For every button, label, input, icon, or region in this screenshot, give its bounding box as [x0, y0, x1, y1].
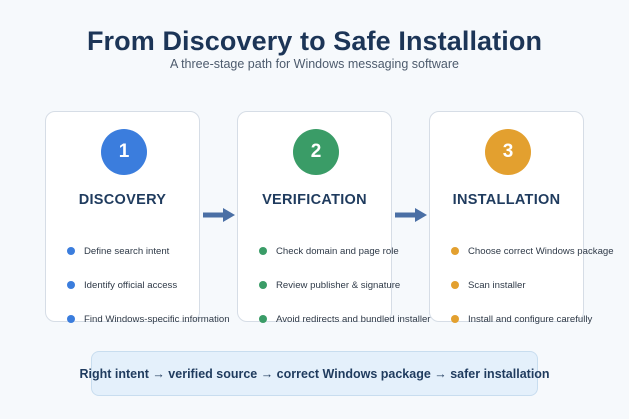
- bullet-dot-icon: [67, 247, 75, 255]
- stage-card-discovery: 1 DISCOVERY Define search intent Identif…: [45, 111, 230, 325]
- stage-bullet-list: Define search intent Identify official a…: [67, 234, 267, 336]
- stage-number-badge: 3: [485, 129, 531, 175]
- page-title: From Discovery to Safe Installation: [86, 26, 543, 56]
- stage-card-installation: 3 INSTALLATION Choose correct Windows pa…: [429, 111, 614, 325]
- bullet-item: Define search intent: [67, 234, 267, 268]
- bullet-text: Review publisher & signature: [276, 279, 401, 291]
- bullet-item: Review publisher & signature: [259, 268, 459, 302]
- bullet-item: Avoid redirects and bundled installer: [259, 302, 459, 336]
- bullet-dot-icon: [259, 315, 267, 323]
- bullet-text: Identify official access: [84, 279, 178, 291]
- bullet-item: Find Windows-specific information: [67, 302, 267, 336]
- bullet-item: Identify official access: [67, 268, 267, 302]
- bullet-item: Check domain and page role: [259, 234, 459, 268]
- bullet-dot-icon: [451, 247, 459, 255]
- bullet-dot-icon: [259, 247, 267, 255]
- stage-bullet-list: Check domain and page role Review publis…: [259, 234, 459, 336]
- summary-banner: Right intent → verified source → correct…: [79, 351, 550, 396]
- arrow-right-icon: [395, 208, 427, 222]
- stage-number-badge: 1: [101, 129, 147, 175]
- stage-heading: INSTALLATION: [452, 192, 561, 208]
- stage-bullet-list: Choose correct Windows package Scan inst…: [451, 234, 629, 336]
- bullet-item: Choose correct Windows package: [451, 234, 629, 268]
- bullet-dot-icon: [451, 315, 459, 323]
- arrow-right-icon: [203, 208, 235, 222]
- bullet-text: Choose correct Windows package: [468, 245, 614, 257]
- bullet-text: Check domain and page role: [276, 245, 399, 257]
- bullet-item: Scan installer: [451, 268, 629, 302]
- bullet-item: Install and configure carefully: [451, 302, 629, 336]
- bullet-text: Install and configure carefully: [468, 313, 593, 325]
- bullet-dot-icon: [67, 281, 75, 289]
- stage-heading: VERIFICATION: [262, 192, 367, 208]
- bullet-text: Define search intent: [84, 245, 170, 257]
- bullet-dot-icon: [67, 315, 75, 323]
- stage-heading: DISCOVERY: [78, 192, 167, 208]
- bullet-text: Find Windows-specific information: [84, 313, 230, 325]
- bullet-dot-icon: [451, 281, 459, 289]
- bullet-dot-icon: [259, 281, 267, 289]
- stage-number-badge: 2: [293, 129, 339, 175]
- stage-card-verification: 2 VERIFICATION Check domain and page rol…: [237, 111, 430, 325]
- bullet-text: Avoid redirects and bundled installer: [276, 313, 431, 325]
- bullet-text: Scan installer: [468, 279, 526, 291]
- page-subtitle: A three-stage path for Windows messaging…: [169, 57, 460, 71]
